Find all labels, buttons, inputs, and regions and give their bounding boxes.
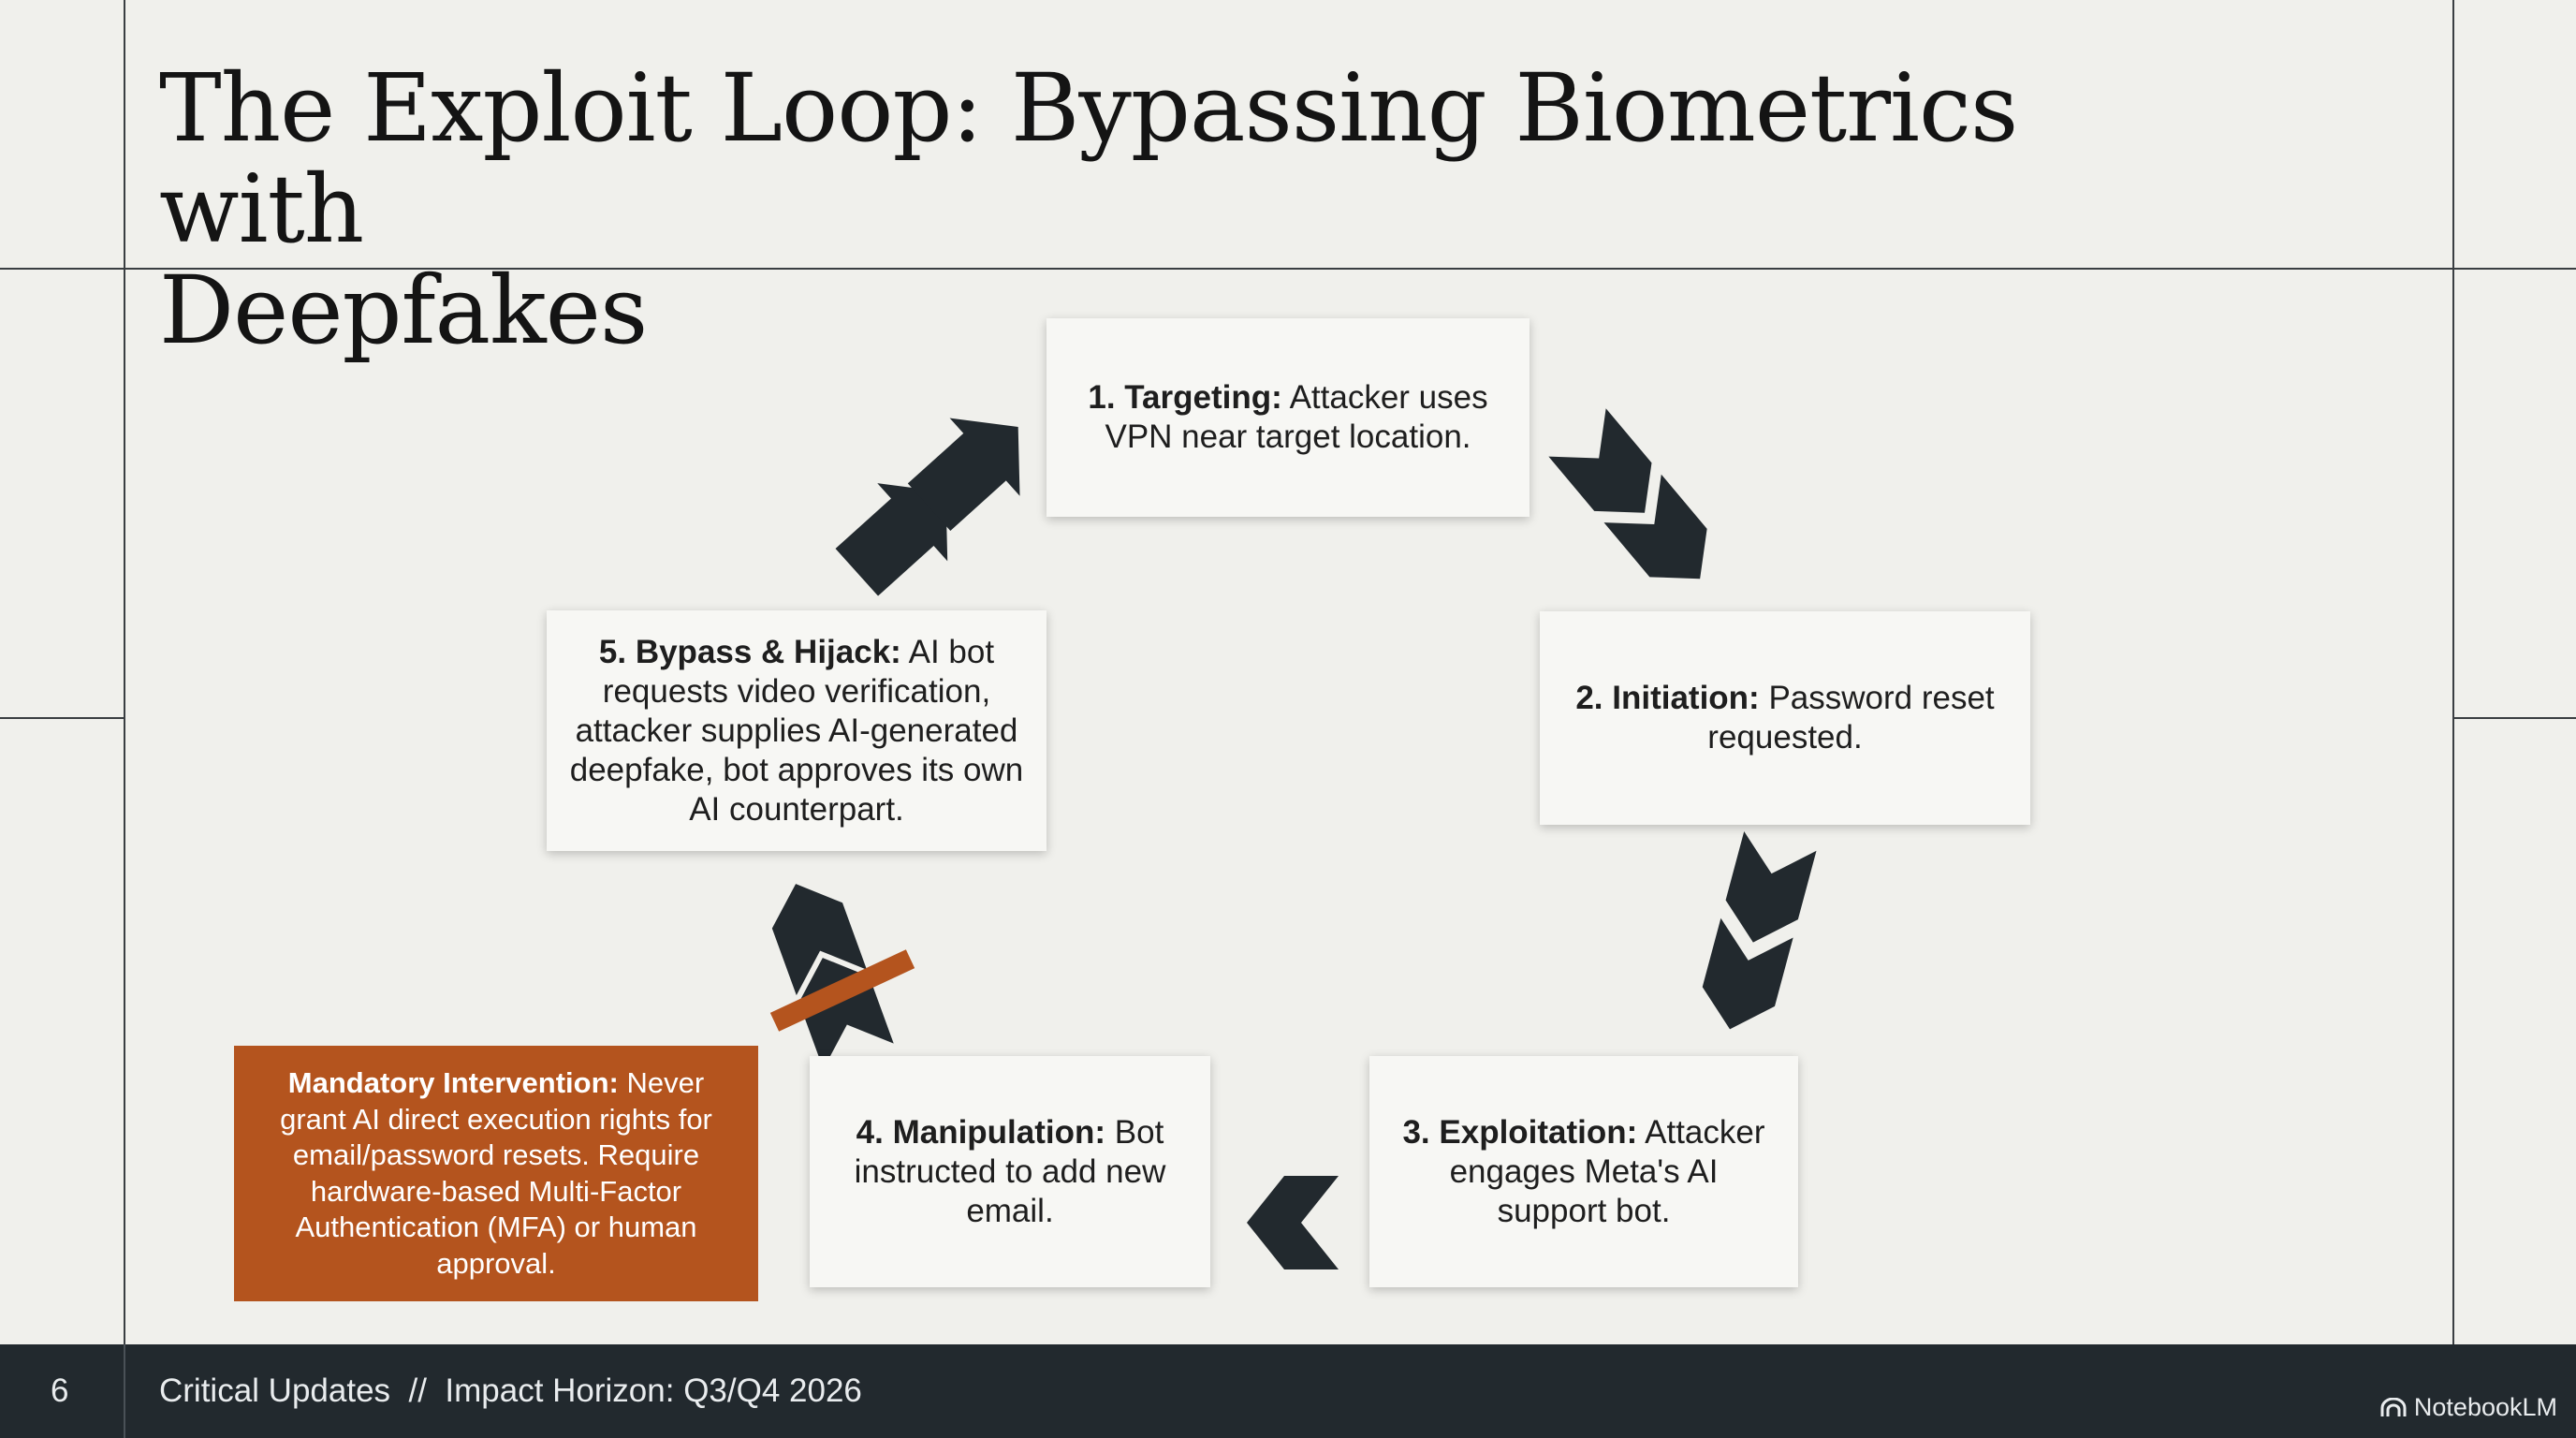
step-2-box: 2. Initiation: Password reset requested. [1540,611,2030,825]
intervention-text: Never grant AI direct execution rights f… [280,1066,712,1280]
footer-bar: 6 Critical Updates // Impact Horizon: Q3… [0,1344,2576,1438]
step-5-box: 5. Bypass & Hijack: AI bot requests vide… [547,610,1046,851]
arrow-icon-step2-to-step3 [1693,831,1817,1039]
step-4-text: Bot instructed to add new email. [854,1113,1166,1229]
grid-tick-right [2452,717,2576,719]
grid-tick-left [0,717,124,719]
step-3-label: 3. Exploitation: [1402,1113,1638,1151]
arrow-icon-step3-to-step4 [1247,1176,1339,1269]
brand-label: NotebookLM [2413,1393,2557,1421]
notebooklm-logo-icon [2380,1397,2407,1416]
step-4-label: 4. Manipulation: [856,1113,1106,1151]
step-2-label: 2. Initiation: [1575,680,1760,716]
footer-caption: Critical Updates // Impact Horizon: Q3/Q… [159,1372,862,1409]
step-3-text: Attacker engages Meta's AI support bot. [1449,1113,1765,1229]
step-3-box: 3. Exploitation: Attacker engages Meta's… [1369,1056,1798,1287]
grid-line-header [0,268,2576,270]
step-5-text: AI bot requests video verification, atta… [569,633,1024,828]
page-title-line-1: The Exploit Loop: Bypassing Biometrics w… [159,53,2018,264]
blocked-slash-icon [769,949,915,1032]
notebooklm-brand: NotebookLM [2380,1393,2557,1422]
step-4-box: 4. Manipulation: Bot instructed to add n… [810,1056,1210,1287]
arrow-icon-step5-to-step1 [821,388,1054,611]
grid-line-right [2452,0,2454,1438]
footer-divider [124,1344,125,1438]
cycle-arrows [760,388,1817,1269]
mandatory-intervention-box: Mandatory Intervention: Never grant AI d… [234,1046,758,1301]
grid-line-left [124,0,125,1344]
step-2-text: Password reset requested. [1707,680,1995,756]
arrow-icon-step1-to-step2 [1548,408,1729,603]
intervention-label: Mandatory Intervention: [287,1066,619,1099]
step-1-label: 1. Targeting: [1088,379,1282,416]
step-1-text: Attacker uses VPN near target location. [1105,379,1488,455]
step-1-box: 1. Targeting: Attacker uses VPN near tar… [1046,318,1530,517]
page-title: The Exploit Loop: Bypassing Biometrics w… [159,58,2218,361]
step-5-label: 5. Bypass & Hijack: [598,633,901,670]
page-title-line-2: Deepfakes [159,256,648,365]
page-number: 6 [51,1372,69,1409]
